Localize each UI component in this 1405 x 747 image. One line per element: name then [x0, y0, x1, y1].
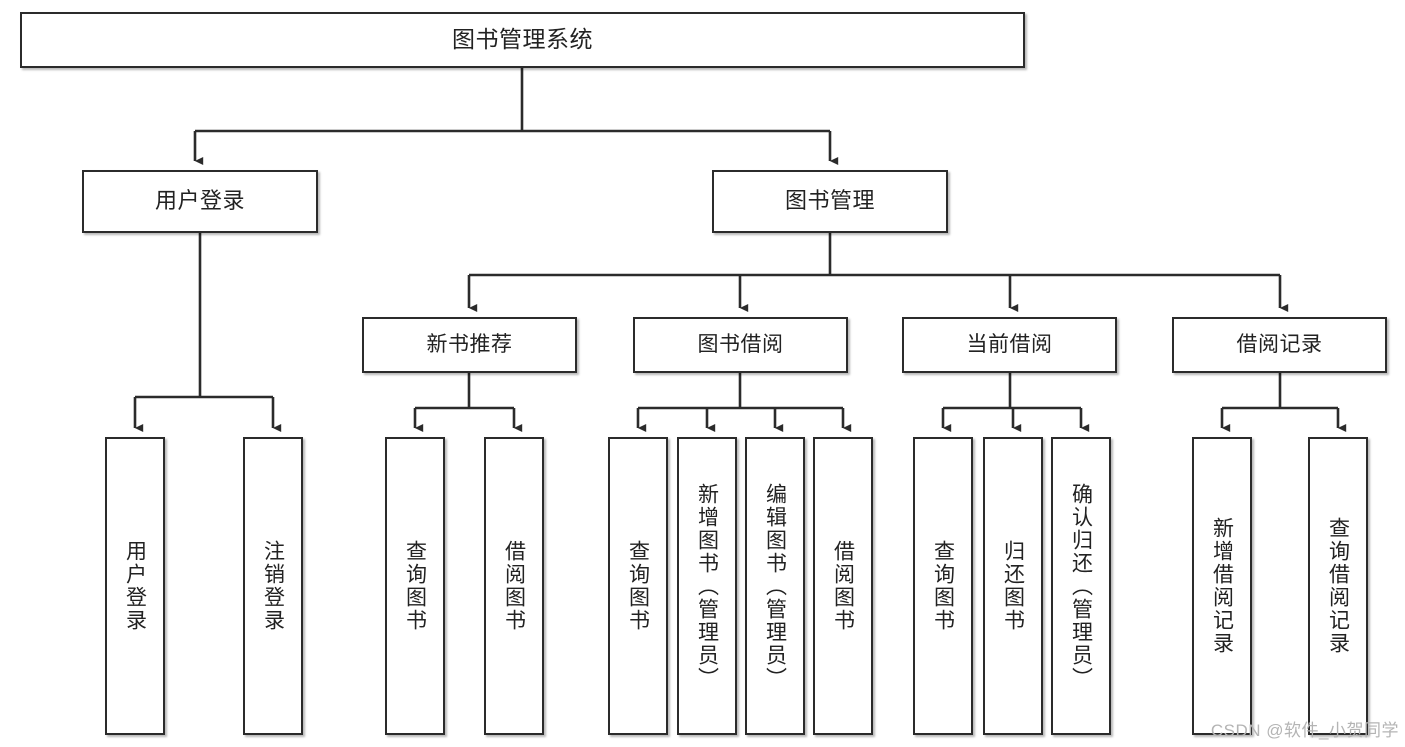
node-label-leaf-cu-confirm: 确认归还（管理员） [1069, 482, 1093, 690]
node-leaf-bo-edit[interactable]: 编辑图书（管理员） [745, 437, 805, 735]
node-label-root: 图书管理系统 [452, 26, 593, 53]
node-bookmgmt[interactable]: 图书管理 [712, 170, 948, 233]
node-record[interactable]: 借阅记录 [1172, 317, 1387, 373]
node-label-leaf-nb-borrow: 借阅图书 [502, 540, 526, 632]
node-label-leaf-bo-query: 查询图书 [626, 540, 650, 632]
node-label-leaf-re-add: 新增借阅记录 [1210, 517, 1234, 655]
node-leaf-nb-query[interactable]: 查询图书 [385, 437, 445, 735]
node-leaf-bo-add[interactable]: 新增图书（管理员） [677, 437, 737, 735]
node-leaf-cu-query[interactable]: 查询图书 [913, 437, 973, 735]
node-borrow[interactable]: 图书借阅 [633, 317, 848, 373]
node-label-leaf-user-logout: 注销登录 [261, 540, 285, 632]
node-current[interactable]: 当前借阅 [902, 317, 1117, 373]
connector-lines [133, 68, 1347, 433]
node-label-leaf-cu-query: 查询图书 [931, 540, 955, 632]
node-label-leaf-re-query: 查询借阅记录 [1326, 517, 1350, 655]
node-leaf-user-logout[interactable]: 注销登录 [243, 437, 303, 735]
node-label-newbook: 新书推荐 [426, 333, 513, 357]
node-leaf-cu-confirm[interactable]: 确认归还（管理员） [1051, 437, 1111, 735]
node-leaf-user-login[interactable]: 用户登录 [105, 437, 165, 735]
node-newbook[interactable]: 新书推荐 [362, 317, 577, 373]
node-leaf-bo-borrow[interactable]: 借阅图书 [813, 437, 873, 735]
node-label-leaf-bo-borrow: 借阅图书 [831, 540, 855, 632]
node-leaf-re-query[interactable]: 查询借阅记录 [1308, 437, 1368, 735]
node-label-login: 用户登录 [154, 188, 245, 214]
node-leaf-nb-borrow[interactable]: 借阅图书 [484, 437, 544, 735]
node-label-bookmgmt: 图书管理 [784, 188, 875, 214]
node-label-leaf-user-login: 用户登录 [123, 540, 147, 632]
node-leaf-bo-query[interactable]: 查询图书 [608, 437, 668, 735]
node-label-leaf-bo-edit: 编辑图书（管理员） [763, 482, 787, 690]
node-login[interactable]: 用户登录 [82, 170, 318, 233]
node-leaf-re-add[interactable]: 新增借阅记录 [1192, 437, 1252, 735]
node-label-record: 借阅记录 [1236, 333, 1323, 357]
node-leaf-cu-return[interactable]: 归还图书 [983, 437, 1043, 735]
node-label-borrow: 图书借阅 [697, 333, 784, 357]
node-label-leaf-nb-query: 查询图书 [403, 540, 427, 632]
node-label-current: 当前借阅 [966, 333, 1053, 357]
node-label-leaf-cu-return: 归还图书 [1001, 540, 1025, 632]
node-label-leaf-bo-add: 新增图书（管理员） [695, 482, 719, 690]
node-root[interactable]: 图书管理系统 [20, 12, 1025, 68]
